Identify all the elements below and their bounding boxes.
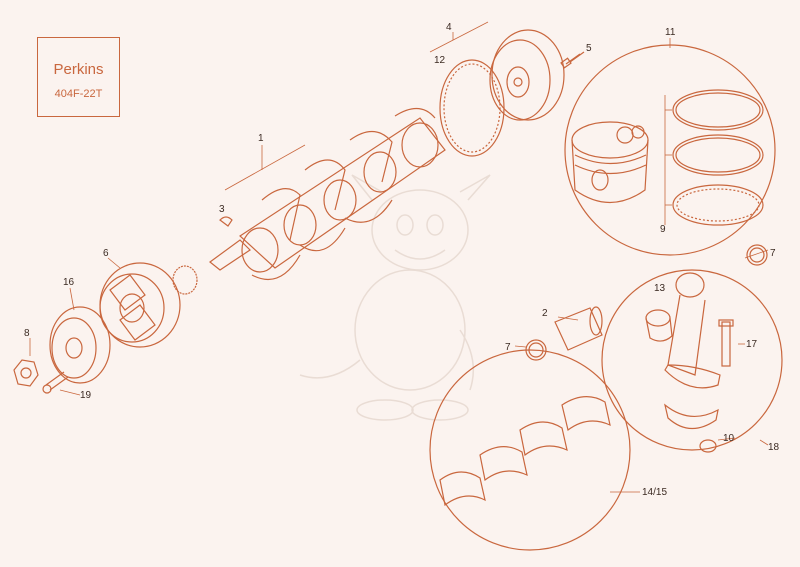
callout-7-upper: 7 — [770, 248, 776, 259]
callout-10: 10 — [723, 433, 735, 444]
piston-rings — [672, 89, 764, 226]
callout-16: 16 — [63, 277, 75, 288]
gudgeon-pin — [554, 306, 603, 351]
connecting-rod-circle — [601, 269, 783, 451]
callout-labels: 1 2 3 4 5 6 7 7 8 9 10 11 12 13 14/15 16… — [24, 22, 780, 498]
key — [219, 216, 233, 227]
callout-6: 6 — [103, 248, 109, 259]
callout-4: 4 — [446, 22, 452, 33]
piston — [571, 121, 649, 203]
callout-1: 1 — [258, 133, 264, 144]
callout-9: 9 — [660, 224, 666, 235]
callout-14-15: 14/15 — [642, 487, 667, 498]
callout-18: 18 — [768, 442, 780, 453]
bearing-shells — [439, 396, 611, 507]
crankshaft — [209, 107, 446, 281]
damper — [99, 262, 181, 348]
crankshaft-nut — [13, 359, 39, 387]
small-end-bush — [645, 309, 673, 342]
rod-nut — [699, 439, 717, 453]
engine-model: 404F-22T — [54, 88, 103, 100]
callout-7-lower: 7 — [505, 342, 511, 353]
timing-gear — [172, 265, 198, 295]
callout-2: 2 — [542, 308, 548, 319]
brand-name: Perkins — [53, 61, 104, 78]
rod-bolt — [718, 319, 734, 367]
pulley — [49, 306, 111, 384]
connecting-rod — [664, 272, 721, 430]
callout-8: 8 — [24, 328, 30, 339]
pulley-bolt — [42, 371, 69, 394]
bearing-shells-circle — [429, 349, 631, 551]
ring-gear — [439, 59, 505, 157]
piston-group-circle — [564, 44, 776, 256]
watermark-mascot — [299, 174, 491, 421]
circlip — [525, 244, 768, 361]
brand-box: Perkins 404F-22T — [37, 37, 120, 117]
callout-17: 17 — [746, 339, 758, 350]
flywheel — [489, 29, 565, 121]
callout-3: 3 — [219, 204, 225, 215]
leader-lines — [29, 21, 769, 493]
callout-11: 11 — [665, 27, 676, 38]
callout-19: 19 — [80, 390, 92, 401]
callout-5: 5 — [586, 43, 592, 54]
callout-12: 12 — [434, 55, 446, 66]
callout-13: 13 — [654, 283, 666, 294]
flywheel-bolt — [560, 51, 585, 69]
